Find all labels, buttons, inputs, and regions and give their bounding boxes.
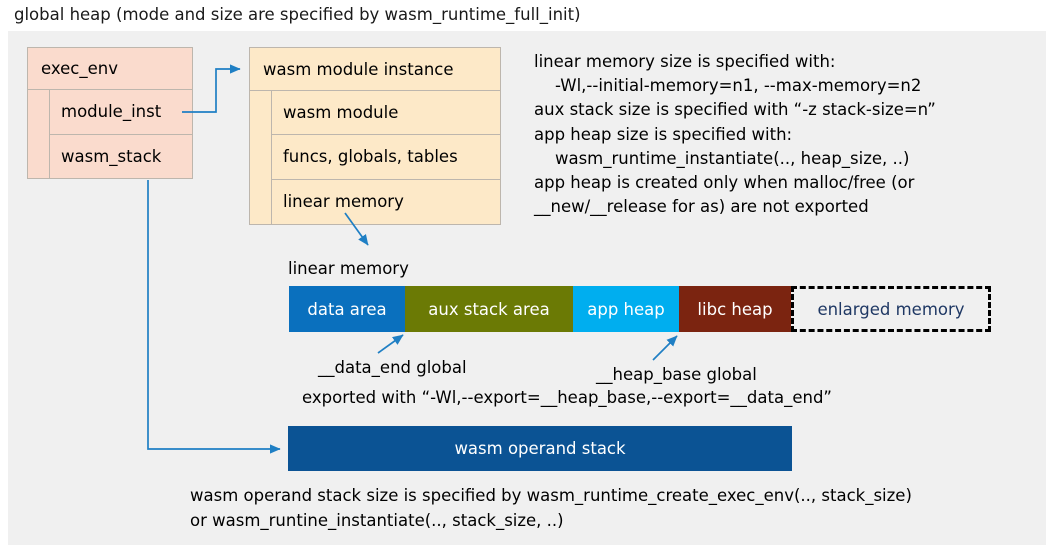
memory-segment-app-heap: app heap xyxy=(573,286,679,332)
exec-env-row-wasm-stack: wasm_stack xyxy=(61,146,162,166)
module-instance-body: wasm module funcs, globals, tables linea… xyxy=(249,91,501,225)
wasm-operand-stack-bar: wasm operand stack xyxy=(288,426,792,471)
exec-env-gutter xyxy=(28,90,50,178)
memory-segment-data-area: data area xyxy=(289,286,405,332)
module-instance-rows: wasm module funcs, globals, tables linea… xyxy=(272,91,500,224)
linear-memory-caption: linear memory xyxy=(288,259,409,278)
module-instance-row-linear-memory: linear memory xyxy=(283,192,404,212)
data-end-global-label: __data_end global xyxy=(318,358,467,377)
linear-memory-bar: data area aux stack area app heap libc h… xyxy=(289,286,991,332)
exec-env-header: exec_env xyxy=(27,47,193,90)
module-instance-gutter xyxy=(250,91,272,224)
operand-stack-note: wasm operand stack size is specified by … xyxy=(190,486,912,530)
linear-memory-note: linear memory size is specified with: -W… xyxy=(534,52,936,217)
export-flags-note: exported with “-Wl,--export=__heap_base,… xyxy=(302,388,832,407)
exec-env-box: exec_env module_inst wasm_stack xyxy=(27,47,193,179)
page-title: global heap (mode and size are specified… xyxy=(14,5,581,24)
exec-env-rows: module_inst wasm_stack xyxy=(50,90,192,178)
memory-segment-aux-stack-area: aux stack area xyxy=(405,286,573,332)
memory-segment-libc-heap: libc heap xyxy=(679,286,791,332)
exec-env-body: module_inst wasm_stack xyxy=(27,90,193,179)
module-instance-row-funcs-globals-tables: funcs, globals, tables xyxy=(272,135,500,180)
module-instance-header: wasm module instance xyxy=(249,47,501,91)
exec-env-row-module-inst: module_inst xyxy=(50,90,192,135)
heap-base-global-label: __heap_base global xyxy=(596,365,757,384)
memory-segment-enlarged-memory: enlarged memory xyxy=(791,286,991,332)
module-instance-row-wasm-module: wasm module xyxy=(272,91,500,136)
wasm-module-instance-box: wasm module instance wasm module funcs, … xyxy=(249,47,501,225)
